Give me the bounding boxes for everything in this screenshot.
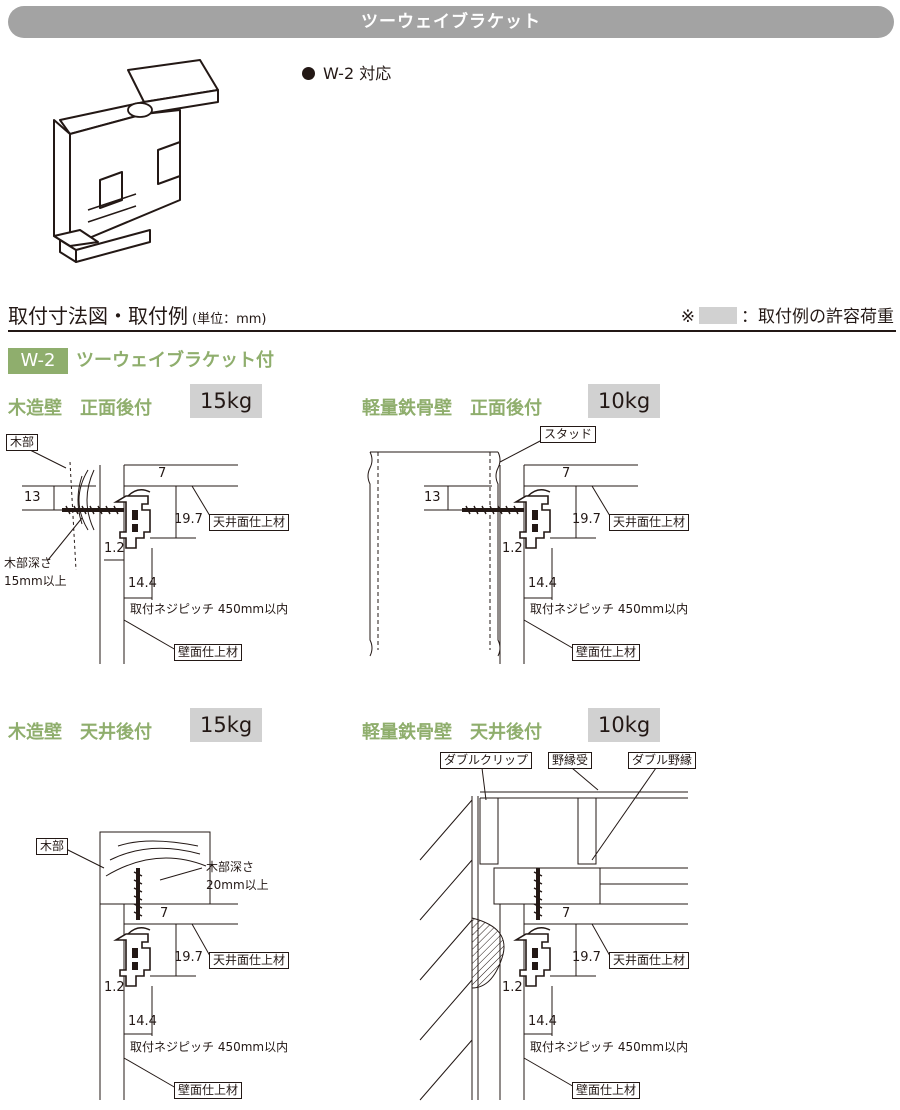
p1-wall-label: 壁面仕上材 [174,644,243,661]
p4-pitch: 取付ネジピッチ 450mm以内 [530,1040,689,1054]
p1-depth-value: 15mm以上 [4,574,67,588]
load-note: ※ ：取付例の許容荷重 [681,302,894,327]
p4-dim-144: 14.4 [528,1014,557,1029]
p3-material-label: 木部 [36,838,69,855]
p2-ceiling-label: 天井面仕上材 [609,514,690,531]
panel-2-title: 軽量鉄骨壁 正面後付 [362,398,542,419]
p3-dim-197: 19.7 [174,950,203,965]
section-unit: (単位：mm) [192,312,267,327]
p2-dim-197: 19.7 [572,512,601,527]
section-rule [8,330,896,332]
p4-furring-label: ダブル野縁 [628,752,697,769]
p1-ceiling-label: 天井面仕上材 [209,514,290,531]
p2-wall-label: 壁面仕上材 [572,644,641,661]
p3-depth-label: 木部深さ [206,860,255,874]
compat-text: W-2 対応 [323,64,392,83]
p3-ceiling-label: 天井面仕上材 [209,952,290,969]
panel-4-load: 10kg [588,708,661,742]
panel-3-title: 木造壁 天井後付 [8,722,152,743]
note-prefix: ※ [680,307,695,327]
p4-dim-12: 1.2 [502,980,523,995]
p1-dim-7: 7 [158,466,167,481]
section-title: 取付寸法図・取付例 (単位：mm) [8,300,266,329]
p1-dim-13: 13 [24,490,41,505]
p3-depth-value: 20mm以上 [206,878,269,892]
p3-wall-label: 壁面仕上材 [174,1082,243,1099]
panel-1-title: 木造壁 正面後付 [8,398,152,419]
note-suffix: ：取付例の許容荷重 [741,307,894,327]
header-title: ツーウェイブラケット [8,6,894,38]
panel-1-load: 15kg [190,384,263,418]
p3-dim-144: 14.4 [128,1014,157,1029]
p4-receiver-label: 野縁受 [548,752,593,769]
p2-pitch: 取付ネジピッチ 450mm以内 [530,602,689,616]
p4-dim-7: 7 [562,906,571,921]
p2-dim-13: 13 [424,490,441,505]
p2-dim-7: 7 [562,466,571,481]
p1-dim-197: 19.7 [174,512,203,527]
p4-wall-label: 壁面仕上材 [572,1082,641,1099]
p4-ceiling-label: 天井面仕上材 [609,952,690,969]
p1-pitch: 取付ネジピッチ 450mm以内 [130,602,289,616]
p2-dim-144: 14.4 [528,576,557,591]
model-tag: W-2 [8,348,68,374]
p3-dim-12: 1.2 [104,980,125,995]
p3-dim-7: 7 [160,906,169,921]
p1-dim-144: 14.4 [128,576,157,591]
p2-stud-label: スタッド [540,426,597,443]
load-swatch [699,307,737,324]
p2-dim-12: 1.2 [502,541,523,556]
model-name: ツーウェイブラケット付 [76,350,274,371]
bullet-icon [302,67,315,80]
p4-clip-label: ダブルクリップ [440,752,533,769]
panel-3-load: 15kg [190,708,263,742]
p3-pitch: 取付ネジピッチ 450mm以内 [130,1040,289,1054]
p4-dim-197: 19.7 [572,950,601,965]
section-title-text: 取付寸法図・取付例 [8,304,188,328]
p1-depth-label: 木部深さ [4,556,53,570]
p1-dim-12: 1.2 [104,541,125,556]
panel-2-load: 10kg [588,384,661,418]
compatibility-note: W-2 対応 [302,60,391,84]
panel-4-title: 軽量鉄骨壁 天井後付 [362,722,542,743]
p1-material-label: 木部 [6,434,39,451]
bracket-illustration [53,59,219,263]
